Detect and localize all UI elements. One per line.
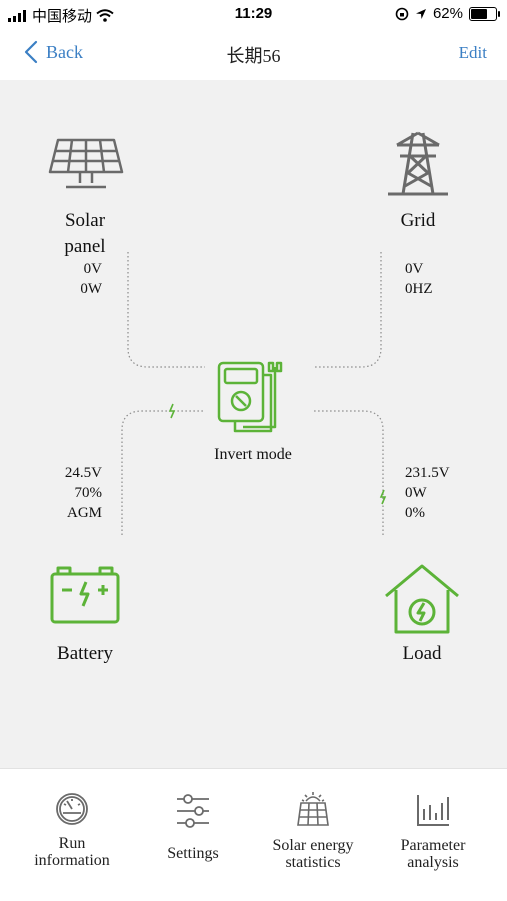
grid-frequency: 0HZ xyxy=(405,281,433,297)
tab-parameter-analysis-line2: analysis xyxy=(407,854,459,871)
battery-status-icon xyxy=(469,6,500,21)
tab-parameter-analysis[interactable]: Parameter analysis xyxy=(373,791,493,871)
status-bar: 中国移动 11:29 62% xyxy=(0,0,507,30)
grid-readout: 0V 0HZ xyxy=(405,259,465,299)
energy-flow-panel: Solar panel 0V 0W Grid 0V 0HZ xyxy=(0,80,507,768)
battery-readout: 24.5V 70% AGM xyxy=(40,463,102,523)
tab-run-information-line2: information xyxy=(34,852,110,869)
location-icon xyxy=(415,8,426,19)
load-percent: 0% xyxy=(405,505,425,521)
solar-readout: 0V 0W xyxy=(60,259,102,299)
edit-button[interactable]: Edit xyxy=(458,43,487,62)
solar-panel-icon xyxy=(48,138,124,189)
load-readout: 231.5V 0W 0% xyxy=(405,463,475,523)
chevron-left-icon xyxy=(24,40,38,64)
page-title: 长期56 xyxy=(226,46,281,66)
tab-solar-energy-statistics[interactable]: Solar energy statistics xyxy=(253,791,373,871)
tab-parameter-analysis-line1: Parameter xyxy=(400,837,466,854)
status-right: 62% xyxy=(395,5,500,22)
load-voltage: 231.5V xyxy=(405,465,450,481)
bottom-tab-bar: Run information Settings Solar energy st… xyxy=(0,768,507,901)
load-power: 0W xyxy=(405,485,427,501)
tab-settings-label: Settings xyxy=(167,845,219,862)
carrier-name: 中国移动 xyxy=(32,8,93,25)
lock-rotation-icon xyxy=(395,7,409,20)
battery-icon xyxy=(50,566,120,624)
battery-type: AGM xyxy=(66,505,102,521)
tab-solar-energy-statistics-line1: Solar energy xyxy=(272,837,354,854)
inverter-mode-label: Invert mode xyxy=(214,446,292,463)
sliders-icon xyxy=(177,794,209,828)
tab-run-information[interactable]: Run information xyxy=(12,791,132,869)
back-button[interactable]: Back xyxy=(24,40,83,64)
battery-label: Battery xyxy=(57,643,113,664)
tab-solar-energy-statistics-line2: statistics xyxy=(285,854,341,871)
solar-stats-icon xyxy=(297,792,329,826)
back-label: Back xyxy=(46,41,83,62)
signal-icon xyxy=(8,9,26,22)
status-left: 中国移动 xyxy=(8,5,114,26)
grid-tower-icon xyxy=(388,131,448,196)
bar-chart-icon xyxy=(417,795,449,826)
battery-percent-readout: 70% xyxy=(74,485,103,501)
tab-settings[interactable]: Settings xyxy=(133,791,253,862)
inverter-multimeter-icon xyxy=(217,361,283,433)
battery-voltage: 24.5V xyxy=(64,465,102,481)
grid-label: Grid xyxy=(400,210,436,231)
solar-voltage: 0V xyxy=(83,261,102,277)
nav-bar: Back 长期56 Edit xyxy=(0,30,507,80)
load-label: Load xyxy=(402,643,442,664)
solar-power: 0W xyxy=(80,281,102,297)
battery-flow-spark xyxy=(168,403,176,419)
battery-percent: 62% xyxy=(432,5,463,22)
solar-panel-label: Solar panel xyxy=(64,210,106,257)
gauge-icon xyxy=(56,793,88,825)
load-flow-spark xyxy=(379,489,387,505)
grid-voltage: 0V xyxy=(405,261,424,277)
tab-run-information-line1: Run xyxy=(58,835,86,852)
house-load-icon xyxy=(385,564,459,634)
status-time: 11:29 xyxy=(234,5,273,22)
wifi-icon xyxy=(96,9,114,22)
